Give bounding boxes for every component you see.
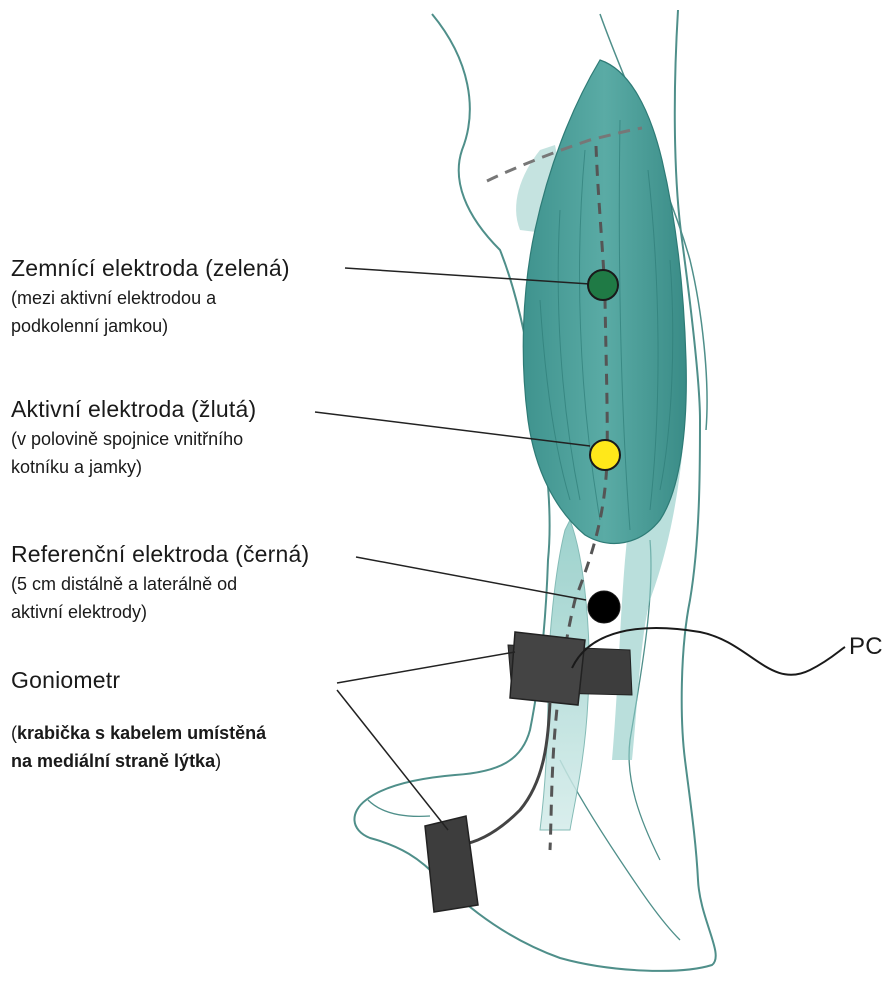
reference-electrode-title: Referenční elektroda (černá) [11, 540, 309, 568]
ankle-strap [425, 816, 478, 912]
ground-electrode-desc-1: (mezi aktivní elektrodou a [11, 284, 216, 312]
ground-electrode-title: Zemnící elektroda (zelená) [11, 254, 290, 282]
pc-label: PC [849, 633, 883, 661]
goniometer-box [510, 632, 585, 705]
goniometer-desc-2: na mediální straně lýtka) [11, 747, 221, 775]
goniometer-paren-close: ) [215, 751, 221, 771]
reference-electrode [588, 591, 620, 623]
active-electrode-desc-1: (v polovině spojnice vnitřního [11, 425, 243, 453]
ground-electrode [588, 270, 618, 300]
foot-top [368, 800, 430, 816]
ground-electrode-desc-2: podkolenní jamkou) [11, 312, 168, 340]
goniometer-leader-line-upper [337, 652, 515, 683]
reference-electrode-desc-2: aktivní elektrody) [11, 598, 147, 626]
active-electrode-title: Aktivní elektroda (žlutá) [11, 395, 256, 423]
active-electrode [590, 440, 620, 470]
goniometer-title: Goniometr [11, 666, 120, 694]
goniometer-desc-1: (krabička s kabelem umístěná [11, 719, 266, 747]
goniometer-desc-bold-1: krabička s kabelem umístěná [17, 723, 266, 743]
goniometer-leader-line-lower [337, 690, 448, 830]
goniometer-desc-bold-2: na mediální straně lýtka [11, 751, 215, 771]
reference-leader-line [356, 557, 586, 600]
active-electrode-desc-2: kotníku a jamky) [11, 453, 142, 481]
reference-electrode-desc-1: (5 cm distálně a laterálně od [11, 570, 237, 598]
